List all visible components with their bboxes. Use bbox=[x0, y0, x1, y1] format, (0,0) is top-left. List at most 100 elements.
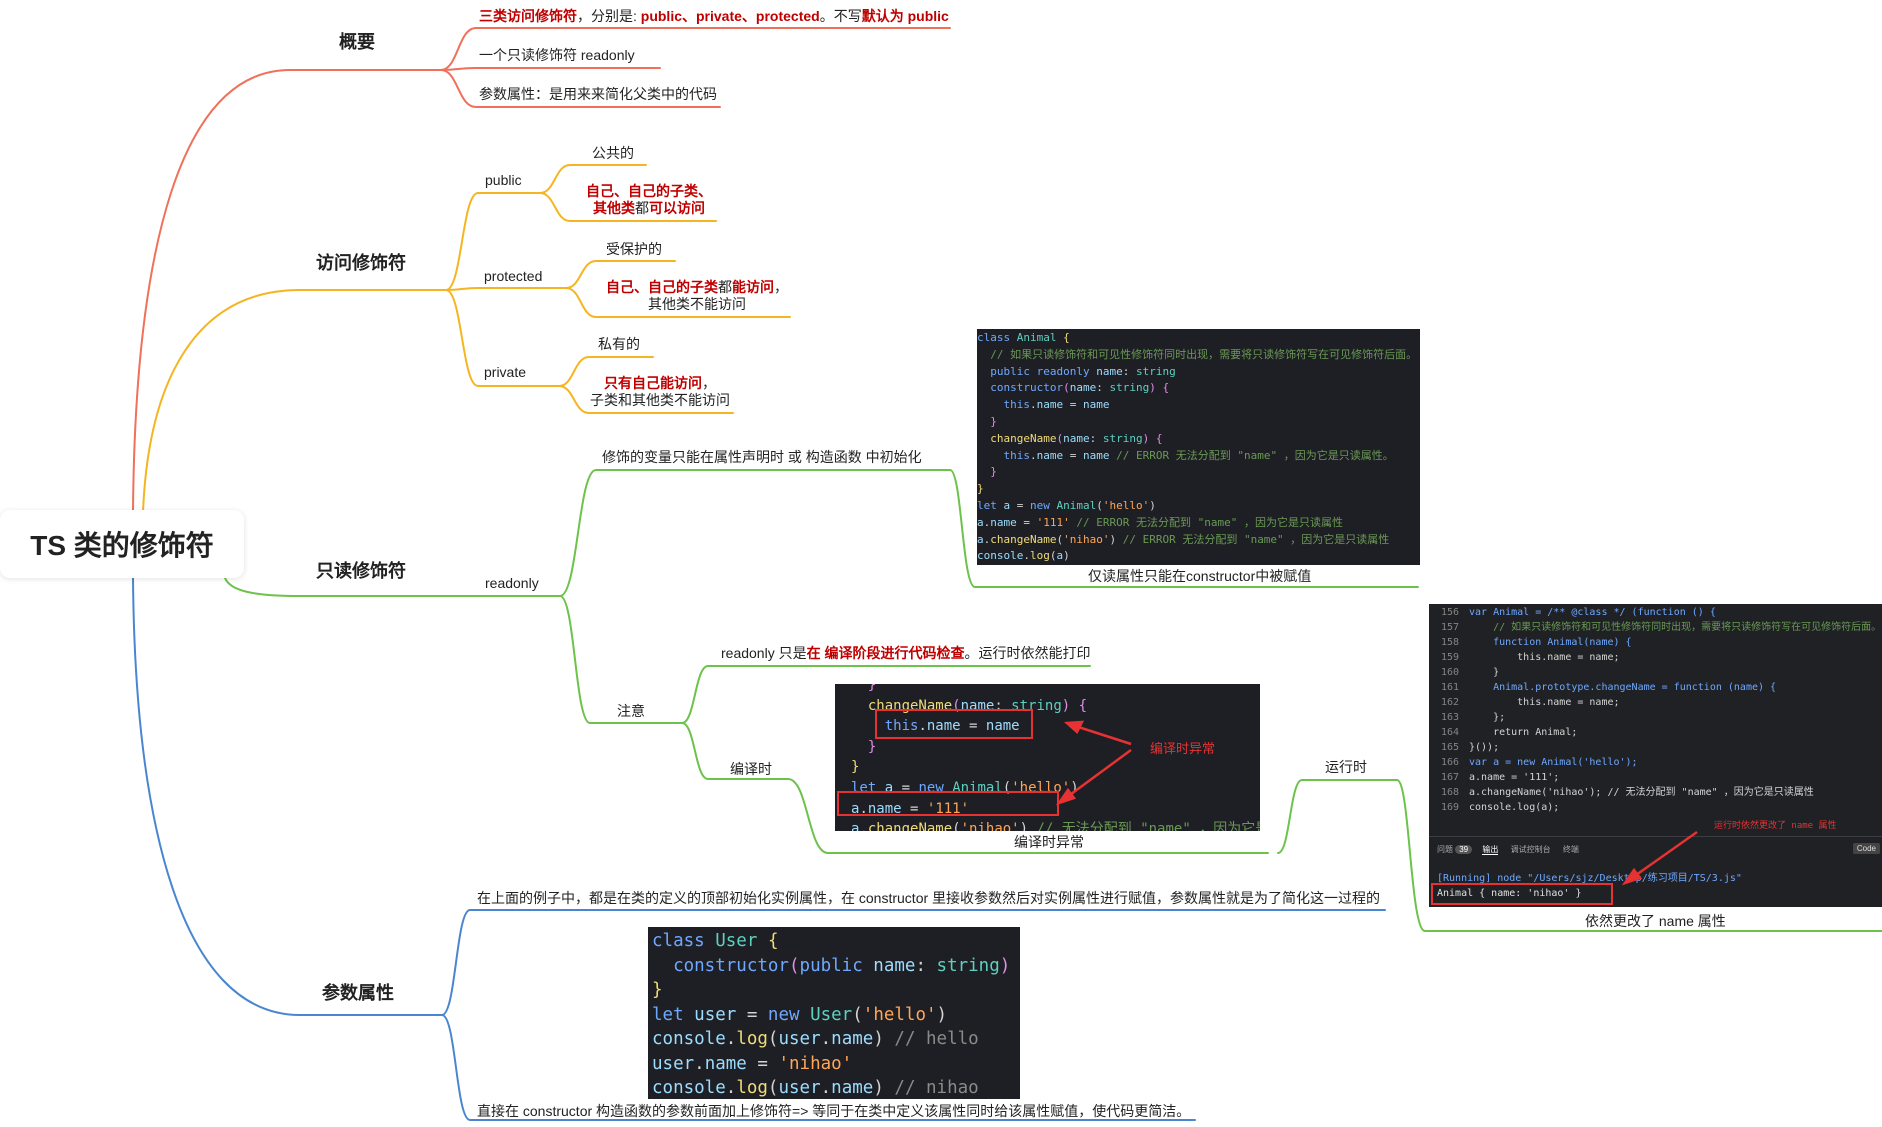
code3-line-text: this.name = name; bbox=[1469, 652, 1620, 663]
code4-line: let user = new User('hello') bbox=[652, 1004, 948, 1025]
code1-line: } bbox=[977, 482, 984, 496]
code3-line-number: 159 bbox=[1440, 652, 1459, 663]
node-runtime[interactable]: 运行时 bbox=[1325, 759, 1367, 775]
code4-line: } bbox=[652, 980, 663, 1000]
code3-line-number: 166 bbox=[1440, 757, 1459, 768]
code1-line: let a = new Animal('hello') bbox=[977, 498, 1156, 512]
compile-caption[interactable]: 编译时异常 bbox=[1014, 834, 1084, 850]
code3-line: 159 this.name = name; bbox=[1429, 650, 1882, 665]
code3-line-text: a.name = '111'; bbox=[1469, 772, 1560, 783]
code3-line-text: console.log(a); bbox=[1469, 802, 1560, 813]
code3-line: 166 var a = new Animal('hello'); bbox=[1429, 755, 1882, 770]
private-desc[interactable]: 私有的 bbox=[598, 336, 640, 352]
readonly-init-note[interactable]: 修饰的变量只能在属性声明时 或 构造函数 中初始化 bbox=[602, 449, 922, 465]
code3-line-text: } bbox=[1469, 667, 1500, 678]
public-scope[interactable]: 自己、自己的子类、 其他类都可以访问 bbox=[586, 183, 712, 217]
node-compile-time[interactable]: 编译时 bbox=[730, 761, 772, 777]
overview-part-2: ，分别是: bbox=[577, 8, 641, 24]
node-protected[interactable]: protected bbox=[484, 268, 543, 284]
code2-line: this.name = name bbox=[884, 718, 1020, 735]
overview-part-4: 。不写 bbox=[819, 8, 862, 24]
code2-line: } bbox=[867, 684, 877, 693]
tab-terminal[interactable]: 终端 bbox=[1562, 845, 1579, 854]
tab-output[interactable]: 输出 bbox=[1482, 845, 1499, 855]
public-desc[interactable]: 公共的 bbox=[592, 145, 634, 161]
node-private[interactable]: private bbox=[484, 364, 527, 380]
code3-line: 157 // 如果只读修饰符和可见性修饰符同时出现，需要将只读修饰符写在可见修饰… bbox=[1429, 620, 1882, 635]
node-readonly[interactable]: readonly bbox=[485, 575, 539, 591]
code3-line-number: 164 bbox=[1440, 727, 1459, 738]
tab-debug-console[interactable]: 调试控制台 bbox=[1510, 845, 1551, 854]
code1-line: console.log(a) bbox=[977, 549, 1070, 563]
code1-line: changeName(name: string) { bbox=[990, 431, 1163, 445]
code3-line-number: 160 bbox=[1440, 667, 1459, 678]
tab-problems[interactable]: 问题 bbox=[1437, 845, 1453, 854]
node-param-properties[interactable]: 参数属性 bbox=[322, 983, 394, 1003]
protected-scope-mid: 都 bbox=[718, 279, 732, 295]
code3-line: 158 function Animal(name) { bbox=[1429, 635, 1882, 650]
runtime-caption[interactable]: 依然更改了 name 属性 bbox=[1585, 913, 1726, 929]
branch-readonly-links bbox=[224, 469, 1882, 932]
code1-line: public readonly name: string bbox=[990, 364, 1176, 378]
code3-line: 167 a.name = '111'; bbox=[1429, 770, 1882, 785]
code2-line: } bbox=[851, 759, 860, 776]
runtime-note-part-2: 在 编译阶段进行代码检查 bbox=[806, 645, 965, 661]
param-usage-note[interactable]: 直接在 constructor 构造函数的参数前面加上修饰符=> 等同于在类中定… bbox=[477, 1103, 1191, 1119]
readonly-runtime-note[interactable]: readonly 只是在 编译阶段进行代码检查。运行时依然能打印 bbox=[721, 645, 1090, 662]
node-overview[interactable]: 概要 bbox=[339, 32, 375, 52]
code3-line-text: }; bbox=[1469, 712, 1506, 723]
code3-line: 164 return Animal; bbox=[1429, 725, 1882, 740]
code3-line-text: // 如果只读修饰符和可见性修饰符同时出现，需要将只读修饰符写在可见修饰符后面。 bbox=[1469, 622, 1882, 633]
overview-param-note[interactable]: 参数属性：是用来来简化父类中的代码 bbox=[479, 86, 717, 102]
runtime-note-part-1: readonly 只是 bbox=[721, 645, 807, 661]
code2-line: } bbox=[867, 738, 877, 755]
protected-scope-red2: 能访问 bbox=[732, 279, 774, 295]
code3-line-number: 168 bbox=[1440, 787, 1459, 798]
node-readonly-modifier[interactable]: 只读修饰符 bbox=[316, 561, 406, 581]
protected-scope-red1: 自己、自己的子类 bbox=[606, 279, 718, 295]
runtime-note-part-3: 。运行时依然能打印 bbox=[964, 645, 1091, 661]
overview-access-modifiers-note[interactable]: 三类访问修饰符，分别是: public、private、protected。不写… bbox=[479, 8, 949, 25]
protected-scope-end: ， bbox=[774, 279, 788, 295]
compile-error-annotation: 编译时异常 bbox=[1150, 742, 1216, 757]
code3-line-text: return Animal; bbox=[1469, 727, 1578, 738]
code4-line: user.name = 'nihao' bbox=[652, 1053, 853, 1074]
code1-caption[interactable]: 仅读属性只能在constructor中被赋值 bbox=[1088, 568, 1312, 584]
code3-line-number: 165 bbox=[1440, 742, 1459, 753]
overview-part-3: public、private、protected bbox=[640, 8, 820, 24]
code3-line: 169 console.log(a); bbox=[1429, 800, 1882, 815]
public-scope-l2-red: 其他类 bbox=[593, 200, 635, 216]
overview-part-1: 三类访问修饰符 bbox=[479, 8, 577, 24]
code3-line-number: 156 bbox=[1440, 607, 1459, 618]
code3-line-number: 169 bbox=[1440, 802, 1459, 813]
overview-readonly-note[interactable]: 一个只读修饰符 readonly bbox=[479, 47, 635, 63]
code3-line-number: 167 bbox=[1440, 772, 1459, 783]
node-note[interactable]: 注意 bbox=[617, 703, 645, 719]
overview-part-5: 默认为 public bbox=[861, 8, 949, 24]
code3-line-text: var a = new Animal('hello'); bbox=[1469, 757, 1638, 768]
node-public[interactable]: public bbox=[485, 172, 522, 188]
private-scope-l2: 子类和其他类不能访问 bbox=[590, 392, 730, 408]
node-access-modifiers[interactable]: 访问修饰符 bbox=[316, 253, 406, 273]
protected-scope[interactable]: 自己、自己的子类都能访问， 其他类不能访问 bbox=[606, 279, 788, 313]
code4-line: class User { bbox=[652, 931, 779, 951]
code1-line: } bbox=[990, 465, 997, 479]
runtime-arrow bbox=[1621, 830, 1698, 886]
output-channel-select[interactable]: Code bbox=[1852, 843, 1880, 854]
code3-line-number: 163 bbox=[1440, 712, 1459, 723]
private-scope[interactable]: 只有自己能访问， 子类和其他类不能访问 bbox=[590, 375, 730, 409]
branch-overview-links bbox=[132, 27, 951, 513]
param-explain-note[interactable]: 在上面的例子中，都是在类的定义的顶部初始化实例属性，在 constructor … bbox=[477, 890, 1381, 906]
code3-line-text: function Animal(name) { bbox=[1469, 637, 1632, 648]
code1-line: } bbox=[990, 414, 997, 428]
protected-desc[interactable]: 受保护的 bbox=[606, 241, 662, 257]
code3-line: 160 } bbox=[1429, 665, 1882, 680]
code1-line: this.name = name bbox=[1003, 398, 1110, 412]
root-node[interactable]: TS 类的修饰符 bbox=[0, 510, 244, 578]
code1-line: this.name = name // ERROR 无法分配到 "name" ，… bbox=[1003, 448, 1394, 462]
code3-line: 163 }; bbox=[1429, 710, 1882, 725]
code3-line-number: 157 bbox=[1440, 622, 1459, 633]
